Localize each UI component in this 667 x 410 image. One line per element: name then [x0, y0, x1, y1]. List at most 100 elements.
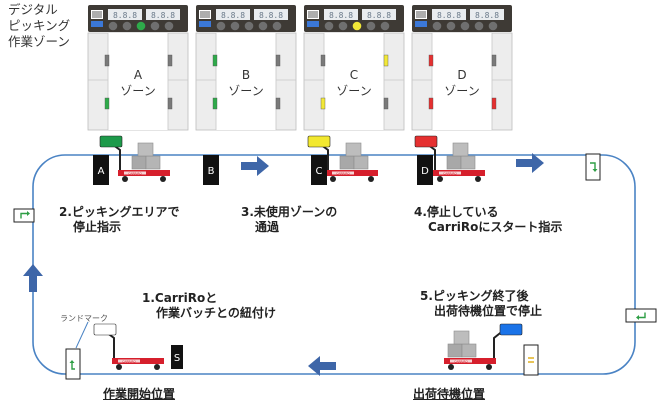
cart-brand-strip	[124, 171, 146, 175]
step4-label: 4.停止している CarriRoにスタート指示	[414, 205, 562, 235]
cart-wheel	[368, 176, 374, 182]
step1-line1: 1.CarriRoと	[142, 291, 218, 305]
cart-brand-text: CARRiRO	[336, 172, 350, 176]
cart-flag	[99, 135, 123, 148]
cart-brand-strip	[118, 359, 140, 363]
cargo-box	[137, 142, 154, 157]
side-lamp	[275, 54, 281, 67]
side-lamp	[320, 54, 326, 67]
cargo-box	[461, 343, 477, 358]
cart-wheel	[486, 364, 492, 370]
cart-flag	[307, 135, 331, 148]
landmark-arrow-head	[636, 315, 639, 320]
flow-arrow-right	[516, 153, 544, 173]
digit-display	[216, 9, 250, 20]
side-lamp	[491, 54, 497, 67]
digit-text: 8.8.8	[259, 11, 283, 20]
digit-text: 8.8.8	[329, 11, 353, 20]
gate-opening	[324, 33, 384, 130]
step1-label: 1.CarriRoと 作業バッチとの紐付け	[142, 291, 276, 321]
start-position-label: 作業開始位置	[103, 387, 176, 401]
cargo-box	[145, 155, 161, 170]
side-lamp	[167, 97, 173, 110]
landmark-marker	[523, 344, 539, 376]
cargo-box	[446, 155, 462, 170]
cart-handle	[105, 331, 115, 358]
cargo-box	[453, 330, 470, 345]
cargo-box	[452, 142, 469, 157]
carriro-cart: CARRiRO	[444, 323, 523, 370]
lamp	[164, 21, 174, 31]
lamp	[230, 21, 240, 31]
station-marker: B	[203, 155, 219, 185]
side-lamp	[491, 97, 497, 110]
lamp	[216, 21, 226, 31]
lamp	[352, 21, 362, 31]
station-marker: D	[417, 155, 433, 185]
zone-word: ゾーン	[120, 84, 155, 98]
zone-letter: D	[457, 68, 466, 82]
side-lamp	[212, 54, 218, 67]
cargo-box	[353, 155, 369, 170]
station-post	[203, 155, 219, 185]
cart-wheel	[116, 364, 122, 370]
landmark-box	[625, 308, 657, 323]
cart-brand-strip	[450, 359, 472, 363]
flow-arrows	[23, 153, 544, 376]
station-post	[417, 155, 433, 185]
gate-opening	[216, 33, 276, 130]
side-lamp	[104, 97, 110, 110]
flow-arrow-left	[308, 356, 336, 376]
diagram-title: デジタル ピッキング 作業ゾーン	[8, 2, 70, 50]
side-lamp	[320, 97, 326, 110]
gate-opening	[432, 33, 492, 130]
side-lamp	[428, 97, 434, 110]
lamp	[150, 21, 160, 31]
landmark-arrow-head	[592, 169, 598, 172]
step2-line2: 停止指示	[73, 220, 122, 234]
cart-brand-text: CARRiRO	[128, 172, 142, 176]
cart-flag	[414, 135, 438, 148]
lamp	[338, 21, 348, 31]
lamp	[488, 21, 498, 31]
landmark-box	[523, 344, 539, 376]
step5-label: 5.ピッキング終了後 出荷待機位置で停止	[420, 289, 542, 319]
station-post	[93, 155, 109, 185]
carriro-cart: CARRiRO	[307, 135, 378, 182]
step3-line2: 通過	[255, 220, 280, 234]
station-post	[311, 155, 327, 185]
flow-arrow-up	[23, 264, 43, 292]
title-line: デジタル	[8, 2, 58, 17]
station-letter: A	[98, 166, 105, 177]
side-lamp	[383, 54, 389, 67]
lamp	[122, 21, 132, 31]
step4-line2: CarriRoにスタート指示	[428, 220, 563, 234]
zone-word: ゾーン	[444, 84, 479, 98]
landmark-arrow	[639, 312, 646, 319]
cart-brand-text: CARRiRO	[122, 360, 136, 364]
cart-brand-text: CARRiRO	[454, 360, 468, 364]
digit-text: 8.8.8	[113, 11, 137, 20]
digit-display	[108, 9, 142, 20]
station-letter: S	[174, 353, 180, 364]
step2-line1: 2.ピッキングエリアで	[59, 205, 180, 219]
zone-letter: C	[350, 68, 358, 82]
landmark-arrow	[71, 363, 75, 370]
cart-flag	[93, 323, 117, 336]
route-loop	[32, 154, 636, 375]
step3-label: 3.未使用ゾーンの 通過	[241, 205, 337, 235]
step2-label: 2.ピッキングエリアで 停止指示	[59, 205, 180, 235]
cart-wheel	[437, 176, 443, 182]
landmarks	[13, 153, 657, 380]
side-lamp	[167, 54, 173, 67]
digit-text: 8.8.8	[367, 11, 391, 20]
lamp	[108, 21, 118, 31]
cargo-box	[447, 343, 463, 358]
step1-line2: 作業バッチとの紐付け	[156, 306, 276, 320]
lamp	[432, 21, 442, 31]
blue-tag-icon	[91, 21, 103, 27]
